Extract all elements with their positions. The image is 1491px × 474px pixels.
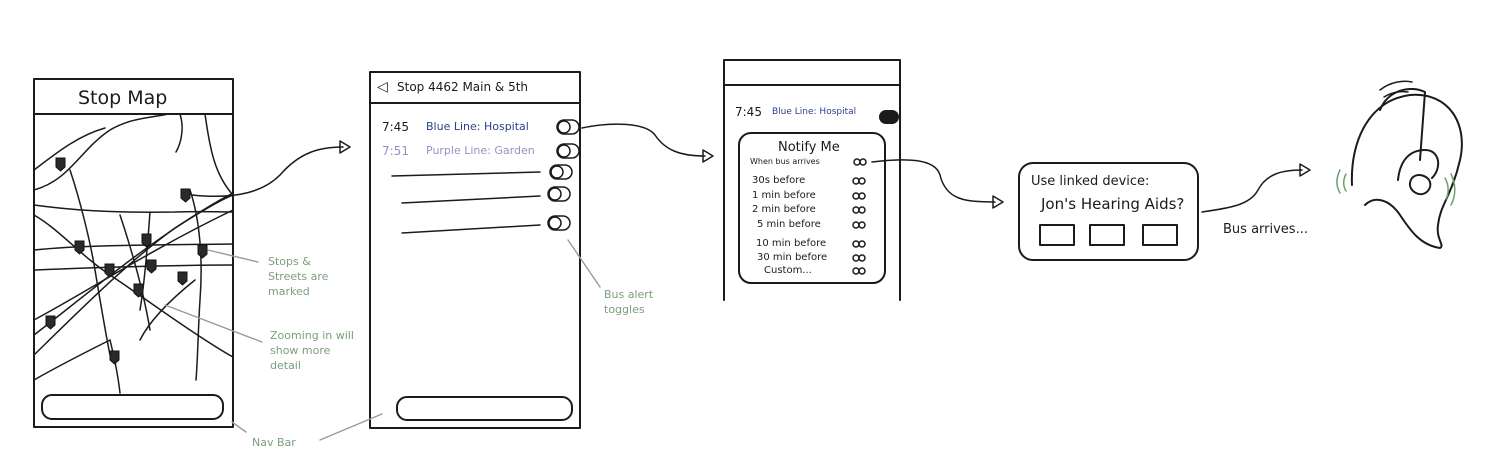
bus-stop-pin[interactable] xyxy=(146,259,157,274)
notify-option[interactable]: 2 min before xyxy=(752,204,816,215)
placeholder-row xyxy=(401,195,541,204)
alert-toggle[interactable] xyxy=(556,143,580,159)
nav-bar[interactable] xyxy=(396,396,573,421)
bus-row-line[interactable]: Blue Line: Hospital xyxy=(426,120,529,133)
dialog-line-1: Use linked device: xyxy=(1031,174,1150,189)
bus-alert-toggles xyxy=(547,119,580,231)
stop-header: Stop 4462 Main & 5th xyxy=(397,80,529,94)
option-toggle[interactable] xyxy=(852,192,866,200)
selected-row-time: 7:45 xyxy=(735,105,762,119)
stop-map-title: Stop Map xyxy=(78,87,168,109)
dialog-button[interactable] xyxy=(1039,224,1075,246)
bus-stop-pin[interactable] xyxy=(55,157,66,172)
nav-bar[interactable] xyxy=(41,394,224,420)
back-arrow-icon[interactable]: ◁ xyxy=(377,79,388,95)
flow-arrow-2 xyxy=(581,123,714,163)
notify-option[interactable]: 10 min before xyxy=(756,238,827,249)
notify-screen xyxy=(723,59,901,301)
bus-stop-pin[interactable] xyxy=(104,263,115,278)
stop-map-screen xyxy=(33,78,234,428)
notify-option[interactable]: When bus arrives xyxy=(750,157,820,166)
bus-stop-pin[interactable] xyxy=(109,350,120,365)
annotation-toggles: Bus alert toggles xyxy=(604,288,654,316)
bus-stop-pin[interactable] xyxy=(197,244,208,259)
annotation-stops: Stops & Streets are marked xyxy=(268,255,329,298)
option-toggle[interactable] xyxy=(852,221,866,229)
placeholder-row xyxy=(391,171,541,177)
notify-option[interactable]: 30 min before xyxy=(757,252,828,263)
device-dialog xyxy=(1018,162,1199,261)
option-toggle[interactable] xyxy=(853,158,867,166)
alert-toggle[interactable] xyxy=(547,186,571,202)
bus-stop-pin[interactable] xyxy=(74,240,85,255)
bus-row-time: 7:51 xyxy=(382,144,409,158)
alert-toggle[interactable] xyxy=(549,164,573,180)
phone-frame-2 xyxy=(369,71,581,429)
hearing-aid-ear-icon xyxy=(1336,80,1463,249)
alert-toggle[interactable] xyxy=(556,119,580,135)
alert-toggle-on[interactable] xyxy=(879,110,899,124)
annotation-leaders xyxy=(164,239,601,441)
dialog-button[interactable] xyxy=(1089,224,1125,246)
option-toggle[interactable] xyxy=(852,267,866,275)
dialog-line-2: Jon's Hearing Aids? xyxy=(1041,195,1185,213)
stop-detail-screen xyxy=(369,71,581,429)
bus-stop-pin[interactable] xyxy=(141,233,152,248)
option-toggle[interactable] xyxy=(852,206,866,214)
bus-row-line[interactable]: Purple Line: Garden xyxy=(426,144,535,157)
dialog-frame xyxy=(1018,162,1199,261)
notify-panel xyxy=(738,132,886,284)
annotation-zoom: Zooming in will show more detail xyxy=(270,329,354,372)
option-toggle[interactable] xyxy=(852,240,866,248)
flow-arrow-3 xyxy=(871,159,1004,209)
bus-stop-pin[interactable] xyxy=(133,283,144,298)
bus-row-time: 7:45 xyxy=(382,120,409,134)
annotation-nav-bar: Nav Bar xyxy=(252,436,296,449)
stop-pins xyxy=(45,157,208,365)
option-toggle[interactable] xyxy=(852,177,866,185)
bus-stop-pin[interactable] xyxy=(45,315,56,330)
bus-stop-pin[interactable] xyxy=(180,188,191,203)
phone-frame-1 xyxy=(33,78,234,428)
dialog-button[interactable] xyxy=(1142,224,1178,246)
notify-option[interactable]: 5 min before xyxy=(757,219,821,230)
bus-arrives-label: Bus arrives... xyxy=(1223,222,1308,237)
placeholder-row xyxy=(401,224,541,234)
bus-stop-pin[interactable] xyxy=(177,271,188,286)
notify-title: Notify Me xyxy=(778,140,840,155)
phone-frame-3 xyxy=(723,59,901,301)
flow-arrow-1 xyxy=(191,140,351,198)
alert-toggle[interactable] xyxy=(547,215,571,231)
notify-option-toggles xyxy=(852,158,867,275)
flow-arrow-4 xyxy=(1201,163,1311,213)
notify-option[interactable]: 30s before xyxy=(752,175,806,186)
selected-row-line: Blue Line: Hospital xyxy=(772,107,857,117)
option-toggle[interactable] xyxy=(852,254,866,262)
notify-option[interactable]: Custom... xyxy=(764,265,812,276)
notify-option[interactable]: 1 min before xyxy=(752,190,816,201)
street-map[interactable] xyxy=(33,113,234,394)
